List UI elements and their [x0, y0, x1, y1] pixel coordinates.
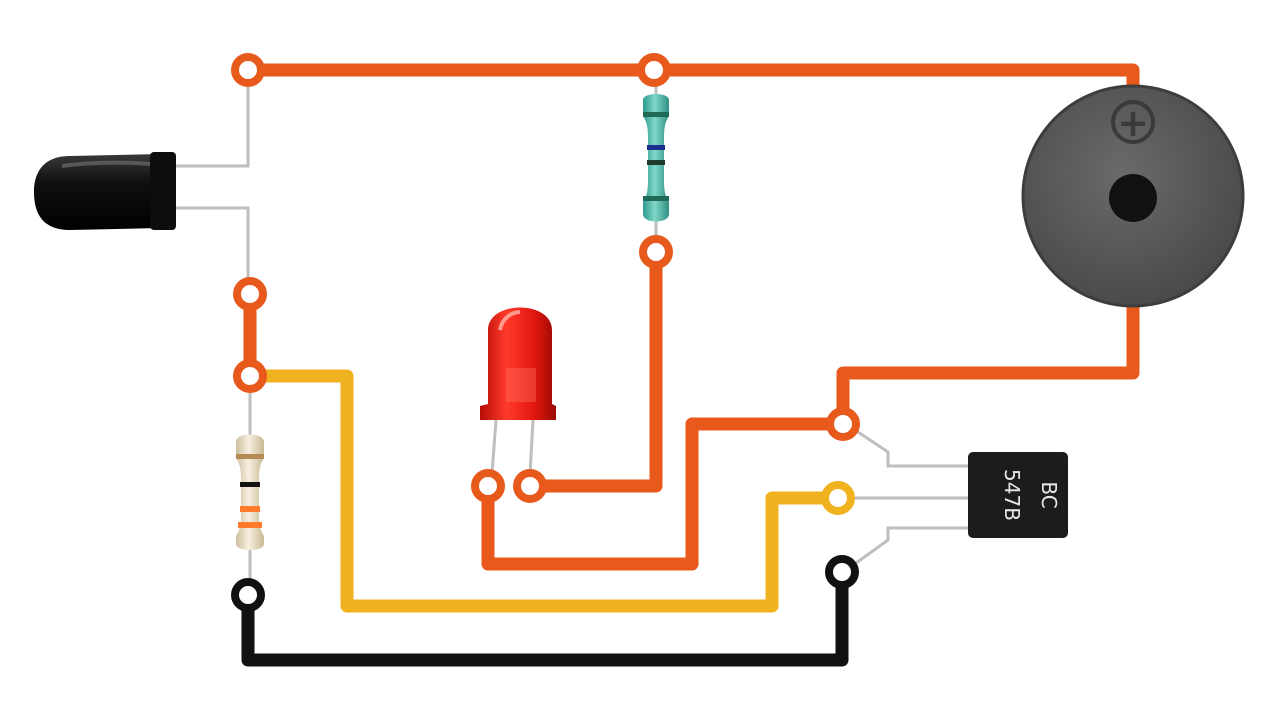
transistor-lead-collector [850, 426, 970, 468]
resistor-left-band-2 [240, 482, 260, 487]
ir-receiver-flange [150, 152, 176, 230]
resistor-left-band-3 [240, 506, 260, 512]
ir-lead-2 [170, 206, 250, 284]
pad-led-cathode [471, 469, 505, 503]
pad-base [821, 481, 855, 515]
wires [241, 63, 1140, 667]
ir-photodiode-icon [34, 154, 172, 230]
resistor-top-band-1 [643, 112, 669, 117]
resistor-led-wire [523, 245, 663, 493]
resistor-left-band-1 [236, 454, 264, 459]
buzzer-collector-wire [836, 298, 1140, 431]
resistor-icon [236, 434, 264, 550]
resistor-top-band-2 [647, 145, 665, 150]
transistor-lead-emitter [850, 526, 970, 568]
red-led [480, 307, 556, 420]
transistor-label-line1: BC [1037, 481, 1061, 508]
base-control-wire [245, 369, 845, 613]
led-lead-1 [490, 418, 498, 476]
buzzer-sound-hole [1109, 174, 1157, 222]
piezo-buzzer: + [1021, 84, 1245, 308]
supply-rail-wire [241, 63, 1140, 95]
led-lead-2 [528, 418, 535, 476]
resistor-top-band-4 [643, 196, 669, 201]
led-collector-wire [481, 417, 850, 571]
pad-collector [826, 407, 860, 441]
transistor: BC 547B [968, 452, 1068, 538]
pad-top-middle [637, 53, 671, 87]
buzzer-plus-ring [1111, 100, 1155, 144]
npn-transistor-icon [968, 452, 1068, 538]
transistor-label-line2: 547B [1000, 469, 1024, 521]
pad-sensor-1 [233, 277, 267, 311]
ir-receiver-highlight [61, 160, 151, 168]
solder-pads [231, 53, 860, 612]
buzzer-plus-symbol: + [1117, 101, 1149, 145]
pad-sensor-2 [233, 359, 267, 393]
led-highlight [498, 310, 521, 331]
pad-emitter [825, 555, 859, 589]
resistor-left [236, 434, 264, 550]
component-leads [170, 80, 970, 586]
resistor-icon [643, 94, 669, 222]
ir-receiver [34, 152, 176, 230]
pad-resistor-bottom [639, 235, 673, 269]
pad-led-anode [513, 469, 547, 503]
resistor-top-band-3 [647, 160, 665, 165]
pad-top-left [231, 53, 265, 87]
resistor-left-band-4 [238, 522, 262, 528]
led-reflection [506, 368, 536, 402]
ir-lead-1 [170, 80, 250, 168]
buzzer-rim [1021, 84, 1245, 308]
resistor-top [643, 94, 669, 222]
red-led-icon [480, 307, 556, 420]
ground-wire [241, 565, 849, 667]
pad-ground-left [231, 578, 265, 612]
